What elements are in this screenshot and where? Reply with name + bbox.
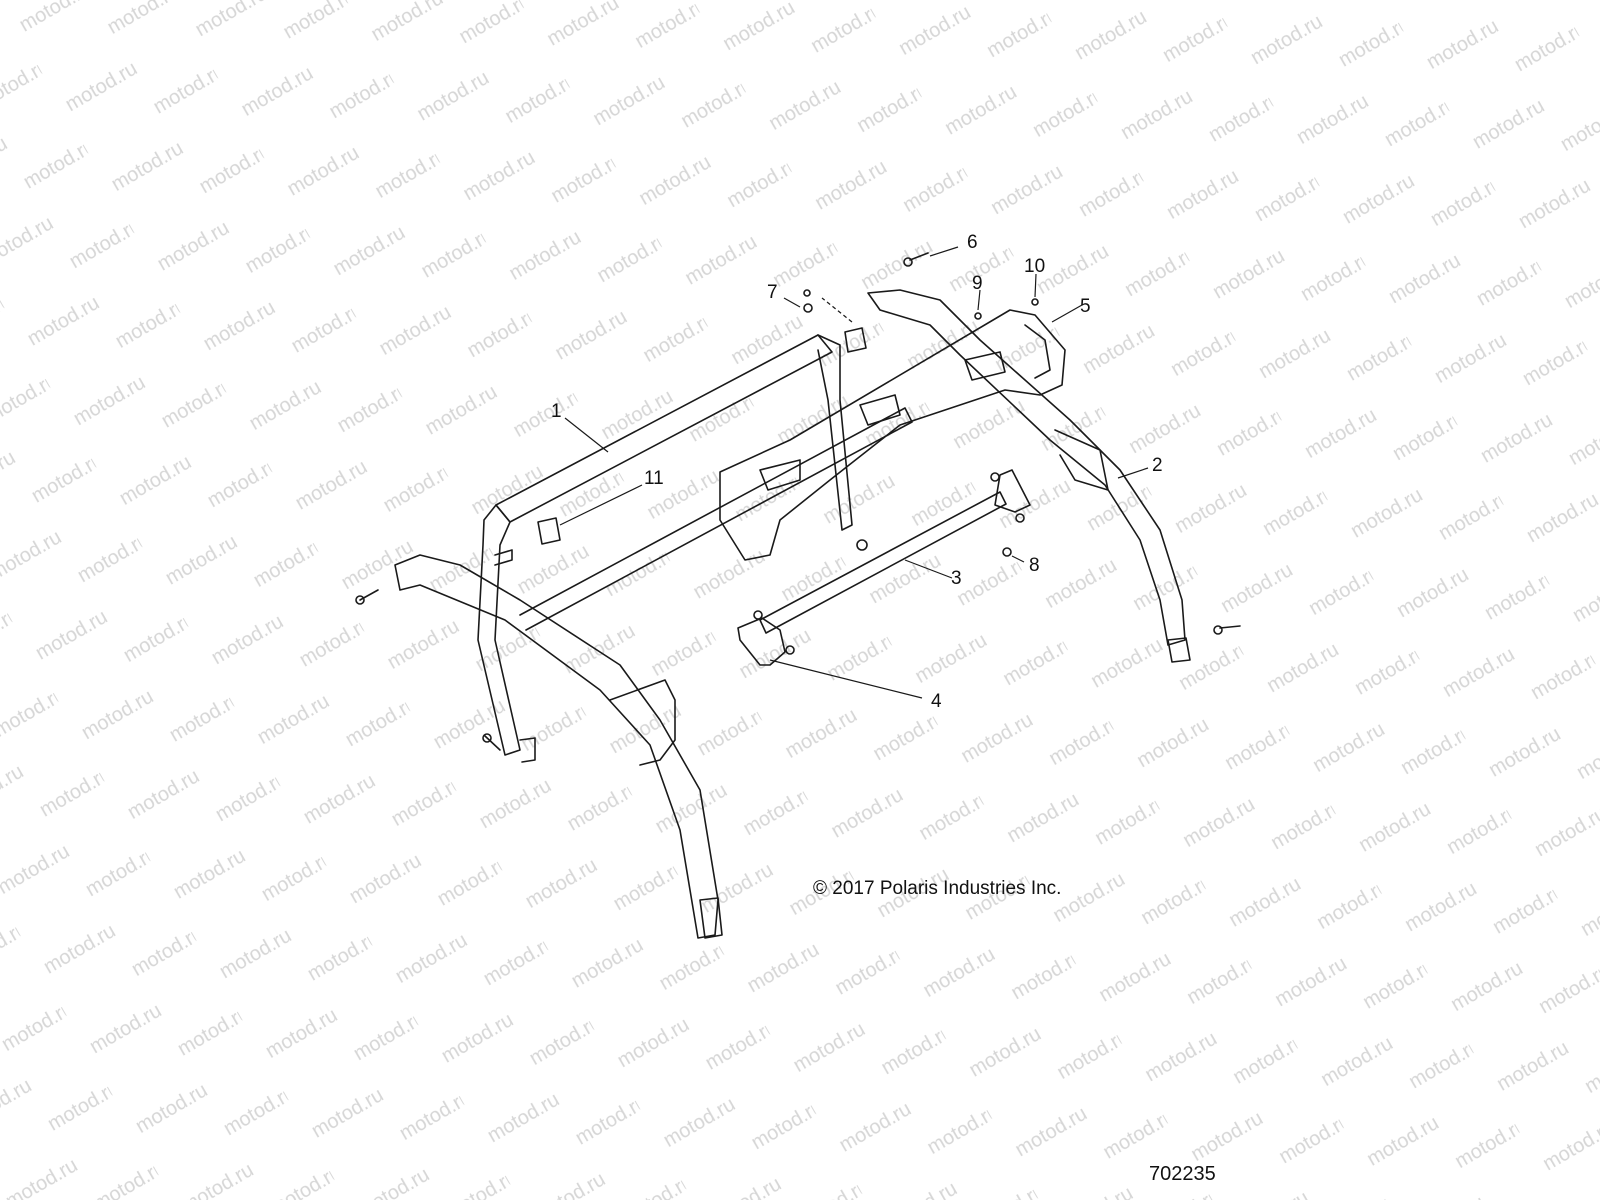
rear-cage-bar [477,334,913,763]
callout-5: 5 [1080,296,1091,317]
callout-7: 7 [767,282,778,303]
callout-10: 10 [1024,256,1046,277]
bracket-7 [803,289,867,353]
bracket-11 [537,517,561,545]
callout-9: 9 [972,273,983,294]
callout-6: 6 [967,232,978,253]
front-cage-bar [394,289,1191,939]
callout-2: 2 [1152,455,1163,476]
callout-11: 11 [644,468,664,489]
roof-panel [719,309,1066,561]
callout-3: 3 [951,568,962,589]
fasteners [355,252,1241,751]
callout-8: 8 [1029,555,1040,576]
copyright-notice: © 2017 Polaris Industries Inc. [813,878,1062,899]
leader-lines [559,246,1149,699]
callout-1: 1 [551,401,562,422]
callout-4: 4 [931,691,942,712]
drawing-number: 702235 [1149,1163,1216,1185]
lower-cross-bar [737,469,1031,666]
